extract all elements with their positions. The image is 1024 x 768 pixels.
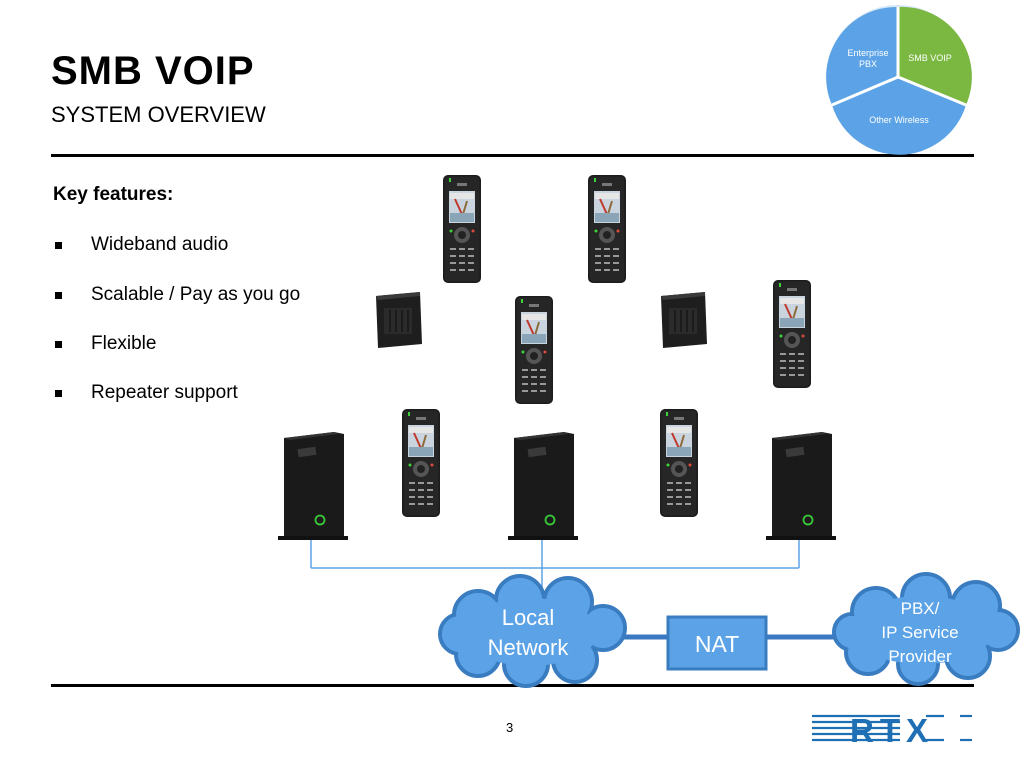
feature-label: Flexible — [91, 333, 157, 354]
top-divider — [51, 154, 974, 157]
lan-wiring — [310, 540, 800, 592]
local-network-label-1: Local — [502, 605, 555, 630]
bullet-icon — [55, 390, 62, 397]
other-label: Other Wireless — [869, 115, 929, 125]
feature-label: Repeater support — [91, 382, 238, 403]
pbx-label-1: PBX/ — [901, 599, 940, 618]
page-number: 3 — [506, 720, 514, 735]
enterprise-label-2: PBX — [859, 59, 877, 69]
slide-subtitle: SYSTEM OVERVIEW — [51, 102, 266, 127]
feature-label: Wideband audio — [91, 234, 229, 255]
slide-title: SMB VOIP — [51, 49, 255, 93]
handset-icon — [587, 174, 627, 284]
smb-segment — [898, 6, 972, 105]
market-segment-chart: Enterprise PBX SMB VOIP Other Wireless — [826, 5, 972, 155]
local-network-cloud: Local Network — [438, 574, 627, 688]
enterprise-label-1: Enterprise — [847, 48, 888, 58]
logo-text: RTX — [850, 712, 934, 749]
pbx-label-2: IP Service — [881, 623, 958, 642]
handset-icon — [772, 279, 812, 389]
feature-label: Scalable / Pay as you go — [91, 284, 301, 305]
bullet-icon — [55, 341, 62, 348]
enterprise-segment — [826, 6, 898, 105]
logo-stripes-icon — [812, 714, 972, 742]
base-station-icon — [507, 431, 579, 541]
bullet-icon — [55, 242, 62, 249]
nat-box: NAT — [666, 615, 768, 671]
other-segment — [832, 77, 966, 155]
handset-icon — [442, 174, 482, 284]
handset-icon — [514, 295, 554, 405]
rtx-logo: RTX — [812, 712, 972, 749]
key-features: Key features: Wideband audio Scalable / … — [53, 184, 300, 403]
bullet-icon — [55, 292, 62, 299]
repeater-icon — [660, 291, 708, 349]
base-station-icon — [765, 431, 837, 541]
key-features-heading: Key features: — [53, 184, 174, 205]
repeater-icon — [375, 291, 423, 349]
nat-label: NAT — [695, 631, 739, 657]
handset-icon — [659, 408, 699, 518]
pbx-provider-cloud: PBX/ IP Service Provider — [832, 572, 1020, 686]
smb-label: SMB VOIP — [908, 53, 952, 63]
handset-icon — [401, 408, 441, 518]
base-station-icon — [277, 431, 349, 541]
pbx-label-3: Provider — [888, 647, 952, 666]
bottom-divider — [51, 684, 974, 687]
local-network-label-2: Network — [488, 635, 570, 660]
